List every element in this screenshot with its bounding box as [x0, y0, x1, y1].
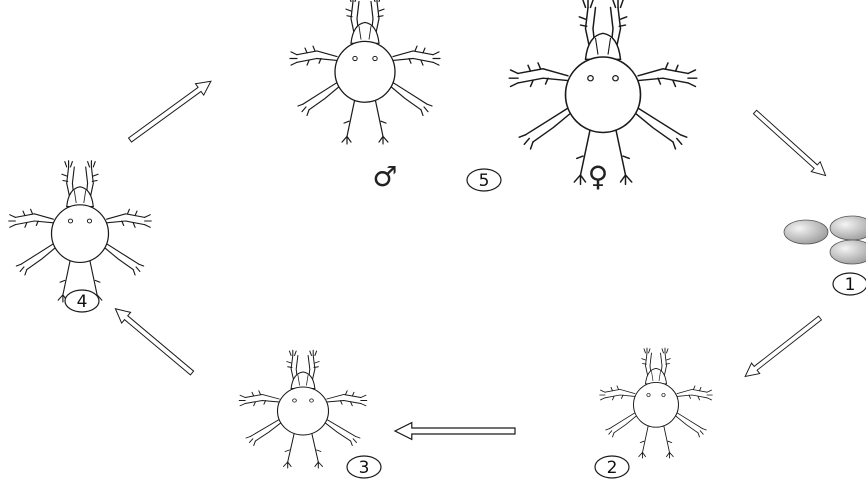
adult-male-mite [290, 0, 440, 144]
protonymph-mite [239, 350, 367, 468]
stage-label-1: 1 [833, 273, 866, 295]
arrow-4-to-5 [126, 76, 215, 146]
stage-label-2: 2 [595, 456, 629, 478]
stage-label-4: 4 [65, 290, 99, 312]
svg-text:1: 1 [845, 275, 856, 295]
egg [830, 216, 866, 240]
arrow-3-to-4 [111, 303, 197, 378]
arrow-5-to-1 [751, 107, 830, 180]
male-symbol: ♂ [372, 160, 397, 193]
eggs [784, 216, 866, 264]
egg [830, 240, 866, 264]
adult-female-mite [509, 0, 697, 184]
tritonymph-mite [9, 161, 152, 302]
arrow-1-to-2 [741, 313, 824, 382]
stage-label-3: 3 [347, 456, 381, 478]
egg [784, 220, 828, 244]
svg-text:5: 5 [479, 171, 490, 191]
svg-text:2: 2 [607, 458, 618, 478]
svg-text:3: 3 [359, 458, 370, 478]
female-symbol: ♀ [588, 160, 609, 193]
arrow-2-to-3 [395, 423, 515, 440]
stage-label-5: 5 [467, 169, 501, 191]
svg-text:4: 4 [77, 292, 88, 312]
larva-mite [600, 348, 713, 458]
